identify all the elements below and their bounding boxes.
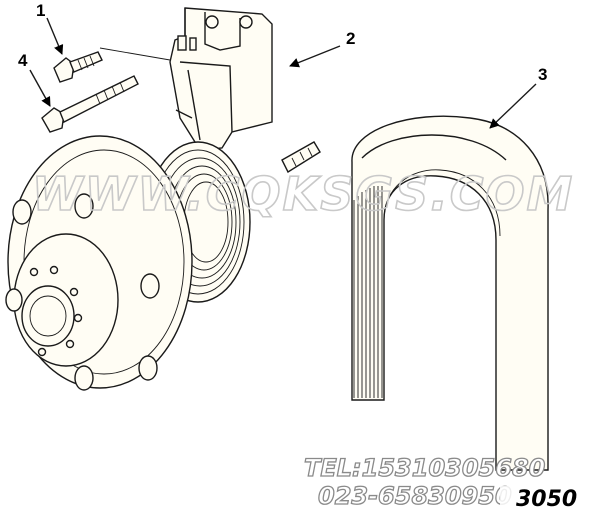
part-number-box [500, 486, 596, 510]
watermark-text: WWW.CQKSGS.COM [32, 167, 574, 221]
leader-2 [289, 45, 341, 68]
callout-1: 1 [36, 1, 45, 20]
part-number: 3050 [516, 487, 577, 512]
fan-hub [7, 135, 193, 389]
contact-phone: 023-65830950 [318, 482, 512, 510]
leader-3 [489, 83, 537, 129]
short-bolt [53, 51, 103, 83]
fitting [281, 141, 321, 174]
hub-studs [5, 193, 160, 391]
callout-3: 3 [538, 65, 547, 84]
callout-2: 2 [346, 29, 355, 48]
mounting-bracket [169, 7, 273, 151]
callout-4: 4 [18, 51, 28, 70]
contact-tel: TEL:15310305680 [304, 454, 545, 482]
leader-1 [46, 17, 64, 55]
leader-4 [29, 69, 51, 107]
bolt-leader-line [99, 47, 171, 61]
hub-bolt-holes [29, 265, 83, 357]
long-bolt [41, 75, 139, 133]
poly-v-belt [351, 115, 549, 471]
